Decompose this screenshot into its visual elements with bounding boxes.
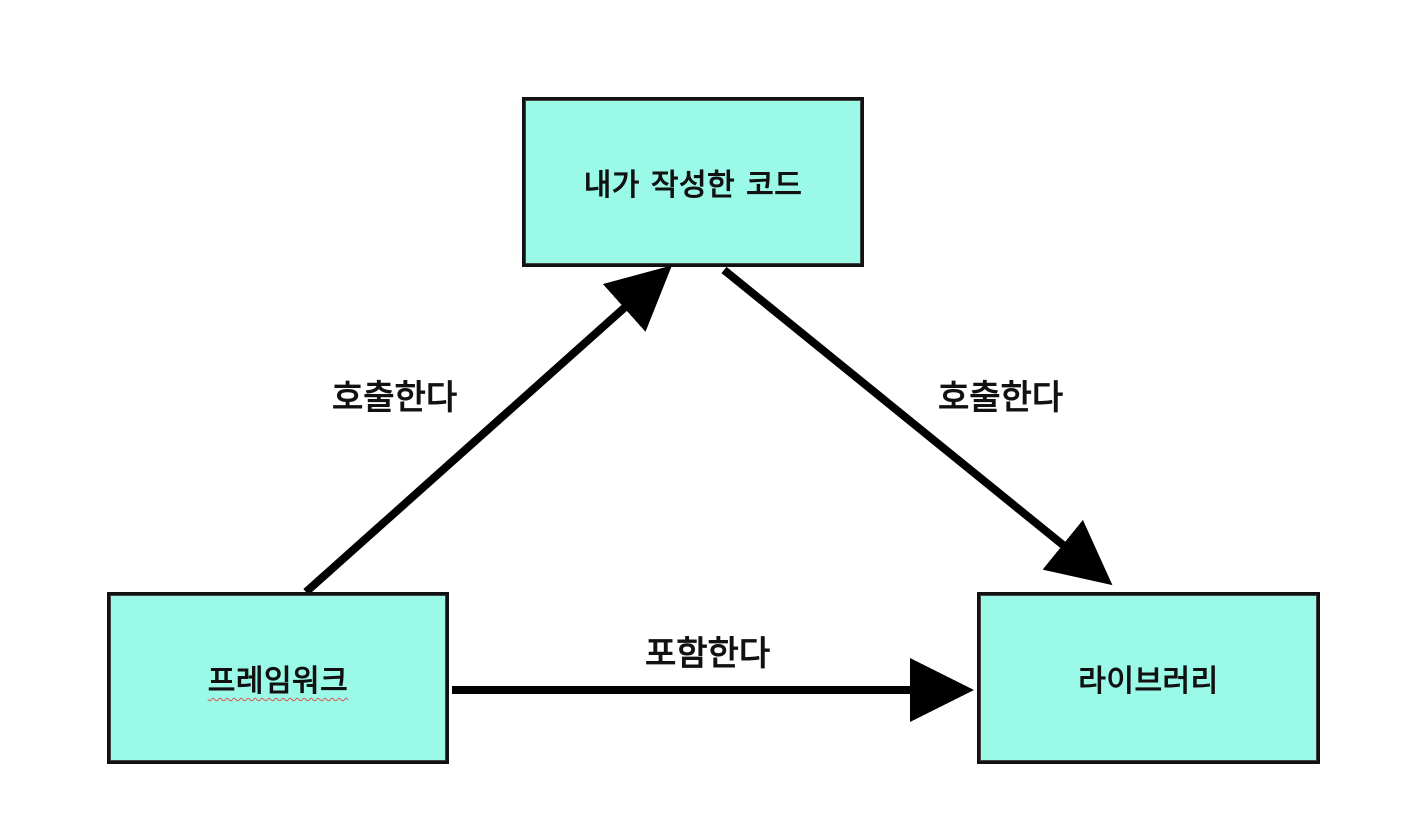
edge-label-framework-to-library: 포함한다: [645, 634, 771, 674]
arrow-framework-to-code: [303, 265, 672, 595]
edge-label-framework-to-code: 호출한다: [332, 378, 458, 418]
node-framework-label: 프레임워크: [207, 664, 349, 699]
node-my-code: 내가 작성한 코드: [522, 97, 864, 267]
node-framework: 프레임워크: [107, 592, 449, 764]
node-library: 라이브러리: [977, 592, 1320, 764]
edge-label-code-to-library: 호출한다: [938, 378, 1064, 418]
arrow-code-to-library: [721, 266, 1113, 586]
node-my-code-label: 내가 작성한 코드: [583, 168, 803, 203]
node-library-label: 라이브러리: [1078, 664, 1219, 699]
